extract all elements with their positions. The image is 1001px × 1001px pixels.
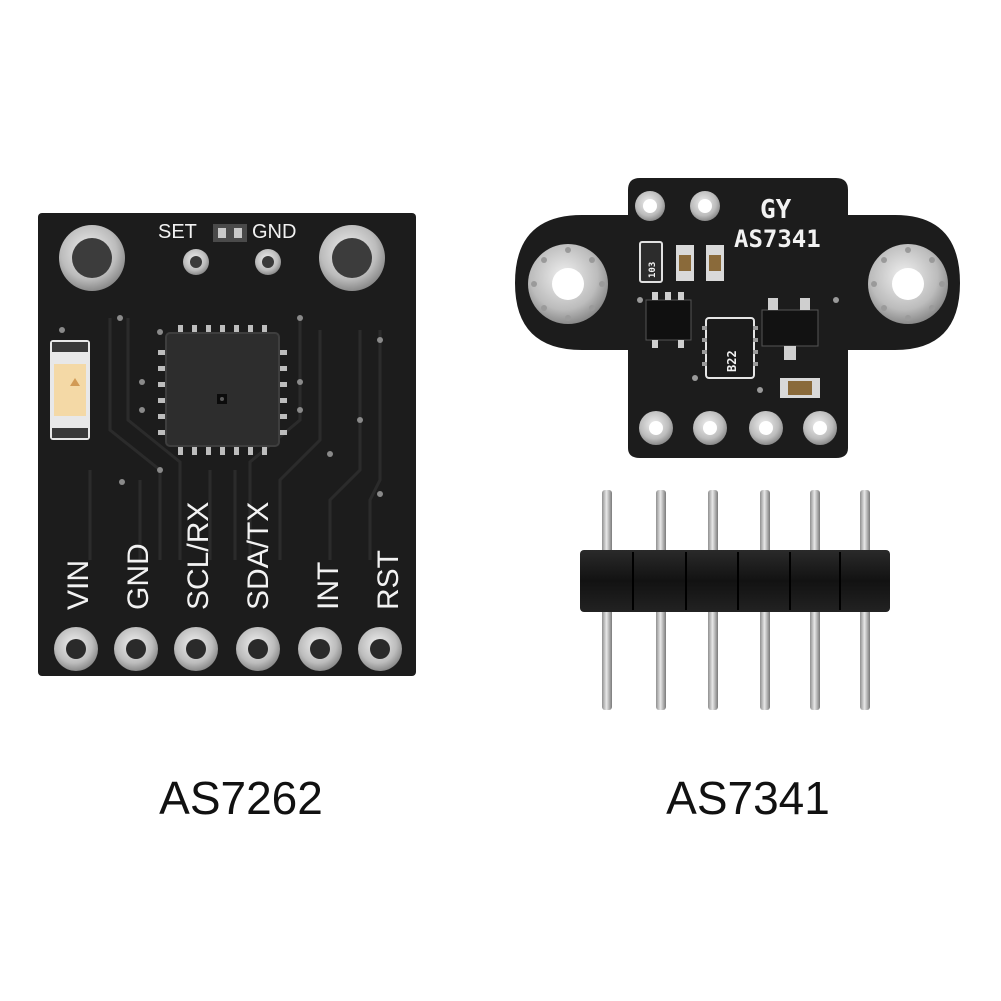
pin-label-scl-rx: SCL/RX [182, 502, 215, 610]
as7262-caption: AS7262 [159, 772, 323, 824]
pin-label-vin: VIN [62, 560, 95, 610]
pin-label-rst: RST [372, 550, 405, 610]
silk-model: AS7341 [734, 225, 821, 253]
as7341-chip [705, 317, 755, 379]
resistor-mark: 103 [648, 262, 658, 278]
as7262-pin-pads [54, 627, 402, 671]
as7341-board: GY AS7341 103 B22 [515, 178, 960, 458]
gnd-top-label: GND [252, 221, 296, 243]
as7341-pin-pads [639, 411, 837, 445]
silk-brand: GY [760, 195, 792, 225]
as7262-chip [158, 325, 287, 455]
sensor-mark: B22 [725, 350, 739, 372]
pin-label-sda-tx: SDA/TX [242, 502, 275, 610]
pin-label-gnd: GND [122, 543, 155, 610]
pin-header [580, 490, 890, 710]
as7341-caption: AS7341 [666, 772, 830, 824]
led [54, 364, 86, 416]
set-label: SET [158, 221, 197, 243]
pin-label-int: INT [312, 562, 345, 610]
as7262-board: SET GND [38, 213, 416, 676]
